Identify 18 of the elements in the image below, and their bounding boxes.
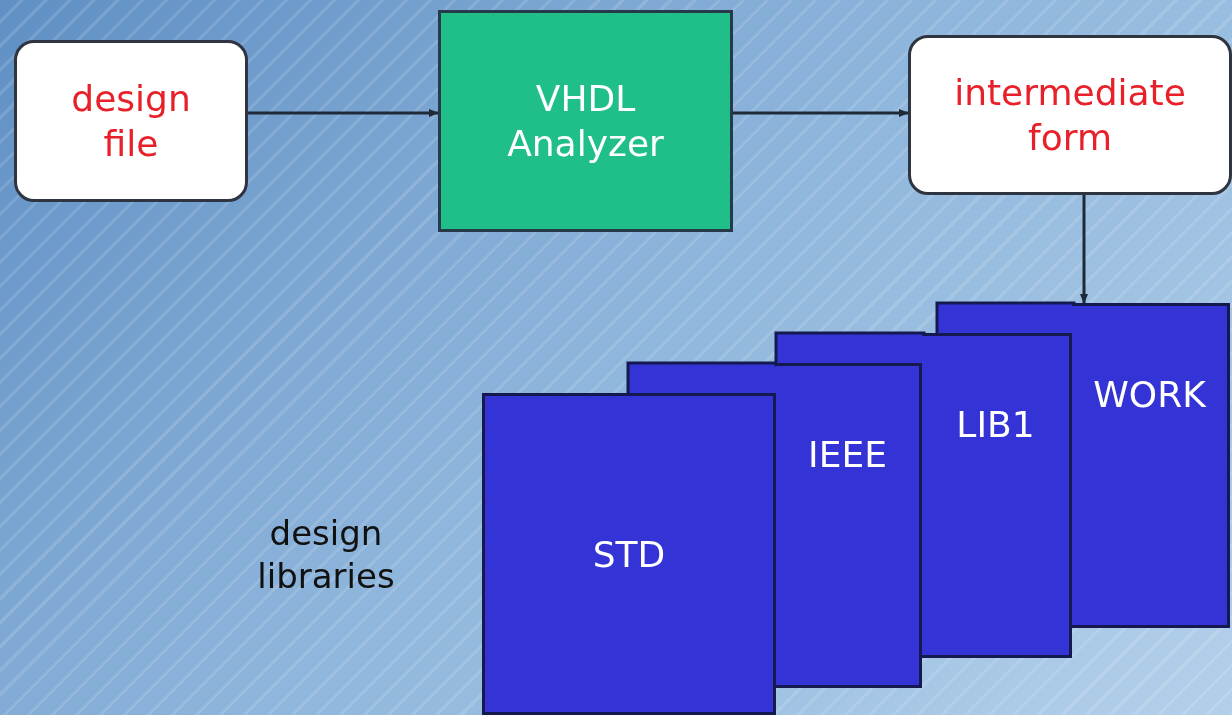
library-name: IEEE [808, 434, 887, 475]
library-folder [482, 393, 776, 715]
node-label: design file [70, 77, 192, 166]
library-name: STD [592, 533, 666, 575]
library-folder [1072, 303, 1230, 628]
node-label: VHDL Analyzer [506, 77, 665, 166]
node-label: intermediate form [953, 71, 1187, 160]
arrow [1080, 195, 1088, 304]
file-box [908, 35, 1232, 195]
library-folder [776, 363, 922, 688]
arrow [248, 109, 439, 117]
arrow [733, 109, 909, 117]
process-box [438, 10, 733, 232]
file-box [14, 40, 248, 202]
caption-text: design libraries [256, 512, 396, 597]
library-name: WORK [1093, 374, 1206, 415]
library-folder [922, 333, 1072, 658]
library-name: LIB1 [956, 404, 1035, 445]
